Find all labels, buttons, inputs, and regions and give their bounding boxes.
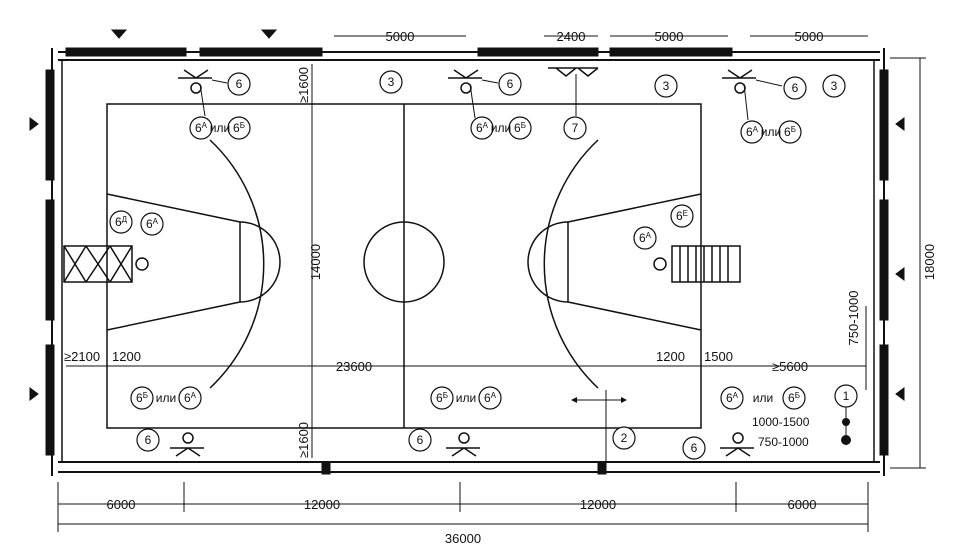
dim-end-offset-right: 1500 [704,349,733,364]
callout-6b-bottom-left: 6Б [136,391,148,405]
callout-6a-right: 6А [639,231,652,245]
callout-6a-left: 6А [146,217,159,231]
dim-bay-top-3: 5000 [655,29,684,44]
dim-bottom-1: 6000 [107,497,136,512]
dimension-lines [57,35,926,532]
dim-side-offset-top: ≥1600 [296,67,311,103]
callout-6a-top-mid: 6А [476,121,489,135]
callout-6d-left: 6Д [115,215,128,229]
dim-offset-end-left: ≥2100 [64,349,100,364]
side-hoops [170,69,756,457]
callout-6-bottom-mid: 6 [417,433,424,447]
callout-bubbles [109,70,858,460]
callout-6e-right: 6Е [676,209,688,223]
callout-1: 1 [843,389,850,403]
dim-vertical-750-1000: 750-1000 [846,291,861,346]
callout-labels: 6 6 6 3 3 3 7 2 1 6 6 6 6А или 6Б 6А или… [115,75,850,455]
callout-6-top-right: 6 [792,81,799,95]
callout-6a-bottom-left: 6А [184,391,197,405]
callout-6a-bottom-right: 6А [726,391,739,405]
callout-3-right: 3 [831,79,838,93]
callout-6-bottom-right: 6 [691,441,698,455]
dim-side-offset-bottom: ≥1600 [296,422,311,458]
callout-6b-top-mid: 6Б [514,121,526,135]
or-bottom-mid: или [456,391,476,405]
building-walls [29,29,905,476]
backstop-right [653,245,741,283]
or-bottom-left: или [156,391,176,405]
dim-free-zone-right: ≥5600 [772,359,808,374]
callout-6a-top-right: 6А [746,125,759,139]
dim-key-offset-left: 1200 [112,349,141,364]
or-top-left: или [210,121,230,135]
dim-range-1000-1500: 1000-1500 [752,415,810,429]
or-top-mid: или [491,121,511,135]
dim-court-length: 23600 [336,359,372,374]
dim-bay-top-2: 2400 [557,29,586,44]
callout-3-mid: 3 [663,79,670,93]
dim-bottom-3: 12000 [580,497,616,512]
court-markings [106,103,702,429]
dim-court-width: 14000 [308,244,323,280]
equipment-point-markers [841,418,851,445]
callout-6-top-mid: 6 [507,77,514,91]
callout-6b-top-right: 6Б [784,125,796,139]
leader-lines [199,74,847,466]
dim-bottom-4: 6000 [788,497,817,512]
or-top-right: или [761,125,781,139]
dim-bay-top-4: 5000 [795,29,824,44]
callout-6a-bottom-mid: 6А [484,391,497,405]
callout-6b-top-left: 6Б [233,121,245,135]
dimension-labels: 5000 2400 5000 5000 6000 12000 12000 600… [64,29,937,546]
callout-7: 7 [572,121,579,135]
dim-range-750-1000: 750-1000 [758,435,809,449]
callout-6b-bottom-mid: 6Б [436,391,448,405]
dim-hall-width: 18000 [922,244,937,280]
callout-2: 2 [621,431,628,445]
dim-bay-top-1: 5000 [386,29,415,44]
callout-6-top-left: 6 [236,77,243,91]
dim-bottom-2: 12000 [304,497,340,512]
callout-6-bottom-left: 6 [145,433,152,447]
dim-key-offset-right: 1200 [656,349,685,364]
scoreboard [548,67,599,77]
backstop-left [63,245,149,283]
or-bottom-right: или [753,391,773,405]
callout-3-left: 3 [388,75,395,89]
dim-hall-length: 36000 [445,531,481,546]
callout-6b-bottom-right: 6Б [788,391,800,405]
callout-6a-top-left: 6А [195,121,208,135]
